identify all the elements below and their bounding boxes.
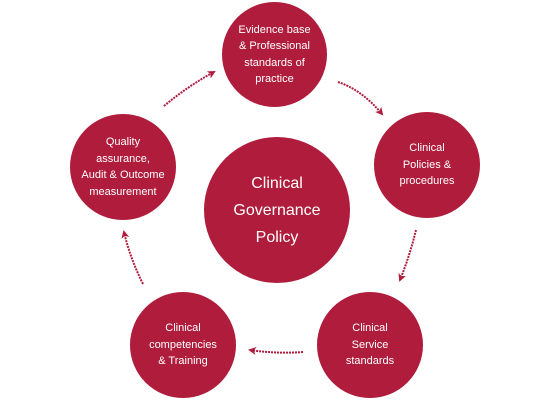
node-clinical-service-standards: Clinical Service standards <box>317 292 423 398</box>
arrow-left-to-top <box>163 71 216 107</box>
node-label: Clinical competencies & Training <box>149 322 217 368</box>
node-clinical-competencies: Clinical competencies & Training <box>130 292 236 398</box>
node-quality-assurance: Quality assurance, Audit & Outcome measu… <box>70 114 176 220</box>
node-clinical-policies: Clinical Policies & procedures <box>374 112 480 218</box>
node-evidence-base: Evidence base & Professional standards o… <box>222 2 327 107</box>
node-center-policy: Clinical Governance Policy <box>204 137 350 283</box>
center-label: Clinical Governance Policy <box>233 174 321 246</box>
node-label: Clinical Policies & procedures <box>399 142 455 188</box>
node-label: Evidence base & Professional standards o… <box>238 23 311 86</box>
node-label: Quality assurance, Audit & Outcome measu… <box>81 136 165 198</box>
arrow-bottom-right-to-bottom-left <box>248 346 304 355</box>
arrow-bottom-left-to-left <box>121 230 144 285</box>
arrow-top-to-right <box>337 81 384 116</box>
arrow-right-to-bottom-right <box>398 229 417 282</box>
node-label: Clinical Service standards <box>345 322 395 368</box>
